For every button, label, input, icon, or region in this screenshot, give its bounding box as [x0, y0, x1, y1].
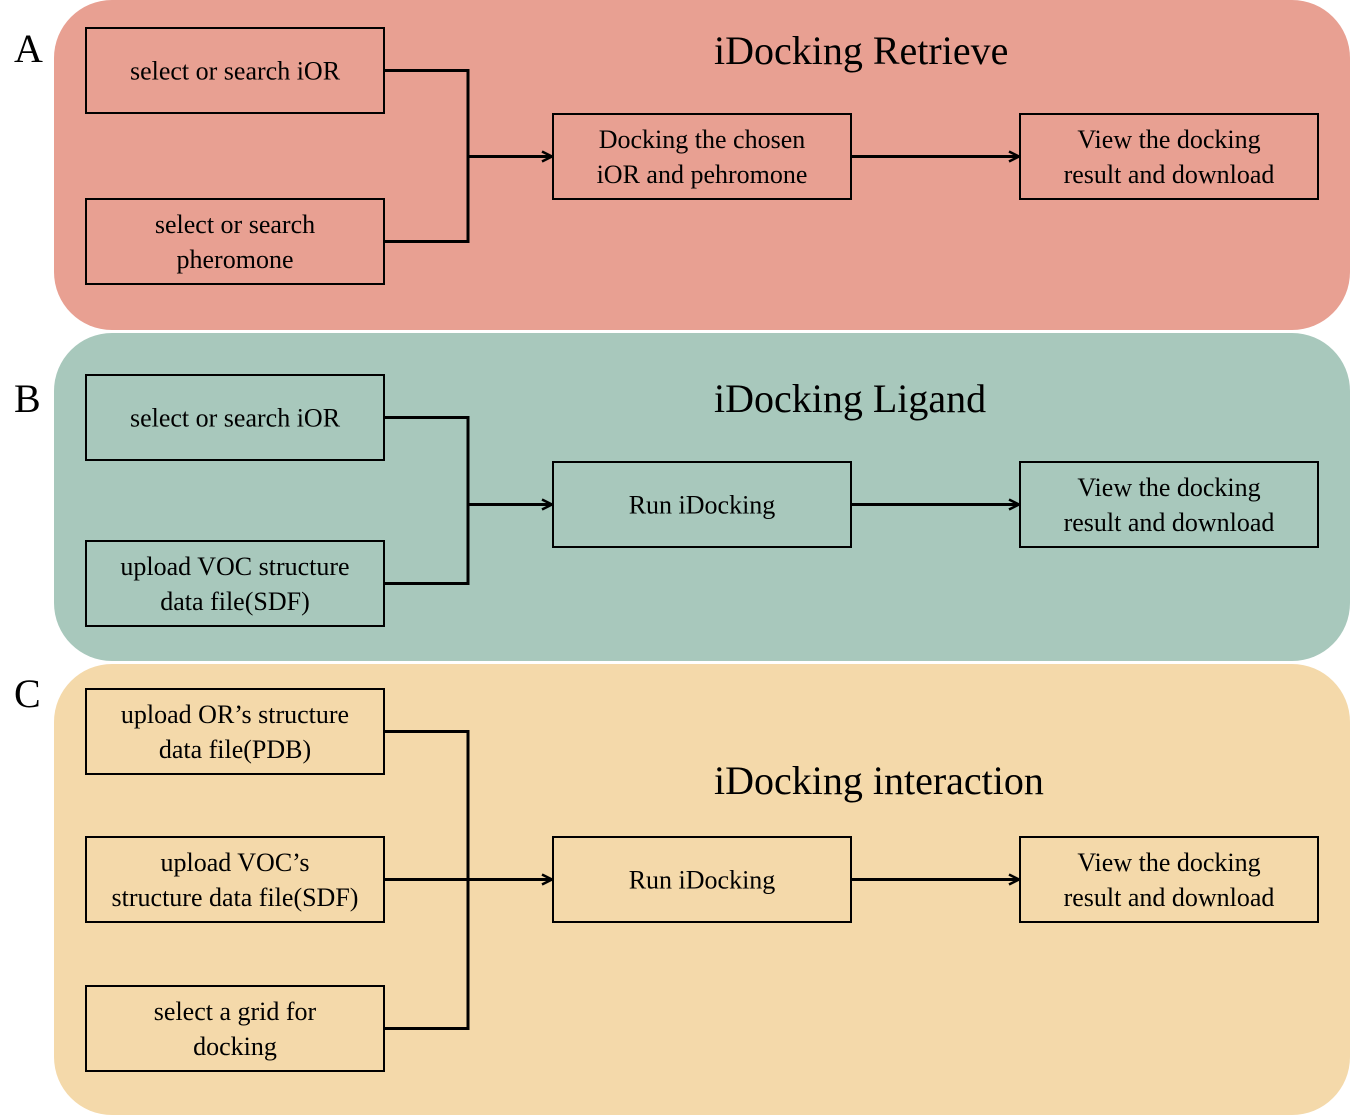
process-box: Run iDocking [552, 461, 852, 548]
output-box-frame [1019, 461, 1319, 548]
output-box-line: View the docking [1077, 473, 1260, 502]
input-box-line: select or search iOR [130, 57, 341, 86]
panel-title: iDocking Ligand [714, 376, 986, 421]
input-box-line: upload VOC’s [160, 848, 309, 877]
output-box-line: result and download [1064, 160, 1275, 189]
input-box-line: pheromone [177, 245, 294, 274]
output-box-frame [1019, 836, 1319, 923]
input-box-frame [85, 198, 385, 285]
input-box-line: upload VOC structure [120, 552, 349, 581]
input-box: upload VOC’s structure data file(SDF) [85, 836, 385, 923]
input-box-frame [85, 540, 385, 627]
input-box-line: upload OR’s structure [121, 700, 349, 729]
process-box: Run iDocking [552, 836, 852, 923]
input-box-frame [85, 374, 385, 461]
input-box-line: docking [193, 1032, 277, 1061]
process-box-line: Run iDocking [629, 866, 776, 895]
process-box-line: Docking the chosen [599, 125, 806, 154]
output-box: View the docking result and download [1019, 113, 1319, 200]
output-box-line: result and download [1064, 508, 1275, 537]
process-box-line: iOR and pehromone [597, 160, 808, 189]
process-box-frame [552, 461, 852, 548]
panel-title: iDocking Retrieve [714, 28, 1008, 73]
input-box-line: select a grid for [154, 997, 317, 1026]
process-box-frame [552, 113, 852, 200]
input-box-frame [85, 985, 385, 1072]
output-box: View the docking result and download [1019, 836, 1319, 923]
input-box-line: data file(PDB) [159, 735, 311, 764]
process-box-frame [552, 836, 852, 923]
output-box-line: View the docking [1077, 125, 1260, 154]
input-box: upload OR’s structure data file(PDB) [85, 688, 385, 775]
output-box: View the docking result and download [1019, 461, 1319, 548]
input-box: upload VOC structure data file(SDF) [85, 540, 385, 627]
output-box-line: View the docking [1077, 848, 1260, 877]
panel-letter: C [14, 671, 41, 716]
process-box-line: Run iDocking [629, 491, 776, 520]
input-box: select or search iOR [85, 374, 385, 461]
output-box-line: result and download [1064, 883, 1275, 912]
input-box: select or search iOR [85, 27, 385, 114]
input-box-line: structure data file(SDF) [112, 883, 359, 912]
output-box-frame [1019, 113, 1319, 200]
panel-letter: B [14, 376, 41, 421]
input-box: select a grid for docking [85, 985, 385, 1072]
input-box-frame [85, 27, 385, 114]
panel-title: iDocking interaction [714, 758, 1044, 803]
input-box-frame [85, 836, 385, 923]
input-box-line: select or search iOR [130, 404, 341, 433]
input-box: select or search pheromone [85, 198, 385, 285]
input-box-frame [85, 688, 385, 775]
input-box-line: data file(SDF) [160, 587, 309, 616]
input-box-line: select or search [155, 210, 315, 239]
process-box: Docking the chosen iOR and pehromone [552, 113, 852, 200]
panel-letter: A [14, 26, 43, 71]
